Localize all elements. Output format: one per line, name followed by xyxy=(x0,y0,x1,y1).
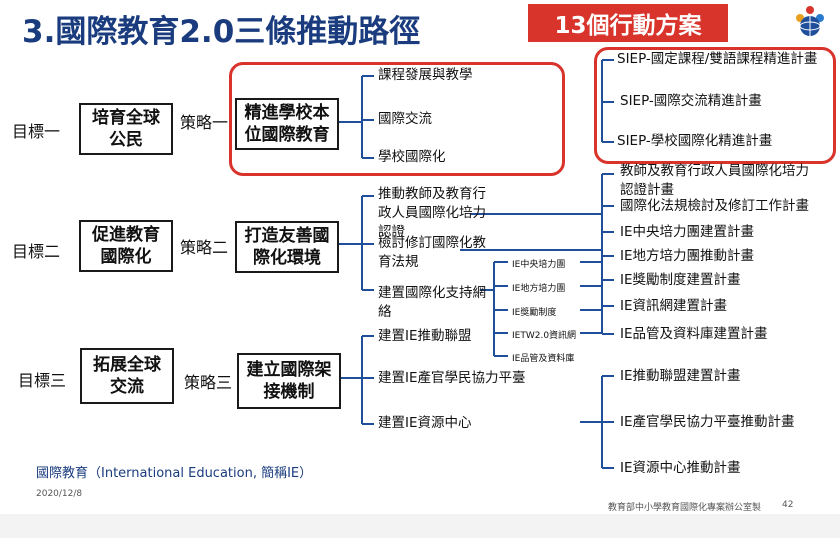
footnote: 國際教育（International Education, 簡稱IE） xyxy=(36,466,313,481)
goal-2-title: 促進教育 國際化 xyxy=(92,225,160,267)
strategy1-plans-highlight xyxy=(594,47,836,164)
strategy-3-title: 建立國際架 接機制 xyxy=(246,360,332,402)
date-label: 2020/12/8 xyxy=(36,489,83,499)
strategy1-item: 國際交流 xyxy=(378,111,432,127)
strategy3-plan: IE資源中心推動計畫 xyxy=(620,460,741,476)
support-network-item: IE中央培力團 xyxy=(512,260,566,270)
strategy2-plan: 國際化法規檢討及修訂工作計畫 xyxy=(620,198,809,214)
strategy-2-label: 策略二 xyxy=(180,238,229,257)
strategy1-plan: SIEP-國定課程/雙語課程精進計畫 xyxy=(617,51,818,67)
strategy3-plan: IE產官學民協力平臺推動計畫 xyxy=(620,414,795,430)
support-network-item: IE品管及資料庫 xyxy=(512,354,575,364)
strategy2-plan: IE資訊網建置計畫 xyxy=(620,298,728,314)
strategy1-plan: SIEP-國際交流精進計畫 xyxy=(620,93,762,109)
strategy2-item: 建置國際化支持網絡 xyxy=(378,285,486,320)
support-network-item: IETW2.0資訊網 xyxy=(512,331,577,341)
strategy2-item: 檢討修訂國際化教育法規 xyxy=(378,235,486,270)
strategy1-highlight xyxy=(229,62,565,176)
strategy2-plan: 教師及教育行政人員國際化培力認證計畫 xyxy=(620,163,809,198)
goal-1-box: 培育全球 公民 xyxy=(79,103,173,155)
support-network-item: IE地方培力團 xyxy=(512,284,566,294)
strategy3-item: 建置IE產官學民協力平臺 xyxy=(378,370,526,386)
strategy2-item: 推動教師及教育行政人員國際化培力認證 xyxy=(378,186,486,240)
globe-logo-icon xyxy=(790,4,830,40)
strategy-2-box: 打造友善國 際化環境 xyxy=(235,221,339,273)
strategy2-plan: IE地方培力團推動計畫 xyxy=(620,248,755,264)
strategy-1-title: 精進學校本 位國際教育 xyxy=(244,103,330,145)
goal-1-label: 目標一 xyxy=(12,122,61,141)
strategy3-item: 建置IE推動聯盟 xyxy=(378,328,472,344)
strategy-2-title: 打造友善國 際化環境 xyxy=(244,226,330,268)
goal-1-title: 培育全球 公民 xyxy=(92,108,160,150)
bottom-bar xyxy=(0,514,840,538)
goal-3-box: 拓展全球 交流 xyxy=(80,348,174,404)
strategy-1-label: 策略一 xyxy=(180,113,229,132)
strategy-3-label: 策略三 xyxy=(184,373,233,392)
strategy2-plan: IE獎勵制度建置計畫 xyxy=(620,272,741,288)
strategy-3-box: 建立國際架 接機制 xyxy=(237,353,341,409)
credit-label: 教育部中小學教育國際化專案辦公室製 xyxy=(608,503,762,513)
strategy3-plan: IE推動聯盟建置計畫 xyxy=(620,368,741,384)
support-network-item: IE獎勵制度 xyxy=(512,308,557,318)
strategy2-plan: IE中央培力團建置計畫 xyxy=(620,224,755,240)
goal-2-label: 目標二 xyxy=(12,242,61,261)
strategy2-plan: IE品管及資料庫建置計畫 xyxy=(620,326,768,342)
strategy1-item: 課程發展與教學 xyxy=(378,67,473,83)
page-title: 3.國際教育2.0三條推動路徑 xyxy=(22,14,421,50)
strategy1-plan: SIEP-學校國際化精進計畫 xyxy=(617,133,773,149)
goal-2-box: 促進教育 國際化 xyxy=(79,220,173,272)
action-plan-badge: 13個行動方案 xyxy=(528,4,728,42)
strategy1-item: 學校國際化 xyxy=(378,149,446,165)
strategy-1-box: 精進學校本 位國際教育 xyxy=(235,98,339,150)
strategy3-item: 建置IE資源中心 xyxy=(378,415,472,431)
goal-3-label: 目標三 xyxy=(18,371,67,390)
goal-3-title: 拓展全球 交流 xyxy=(93,355,161,397)
page-number: 42 xyxy=(782,500,794,510)
